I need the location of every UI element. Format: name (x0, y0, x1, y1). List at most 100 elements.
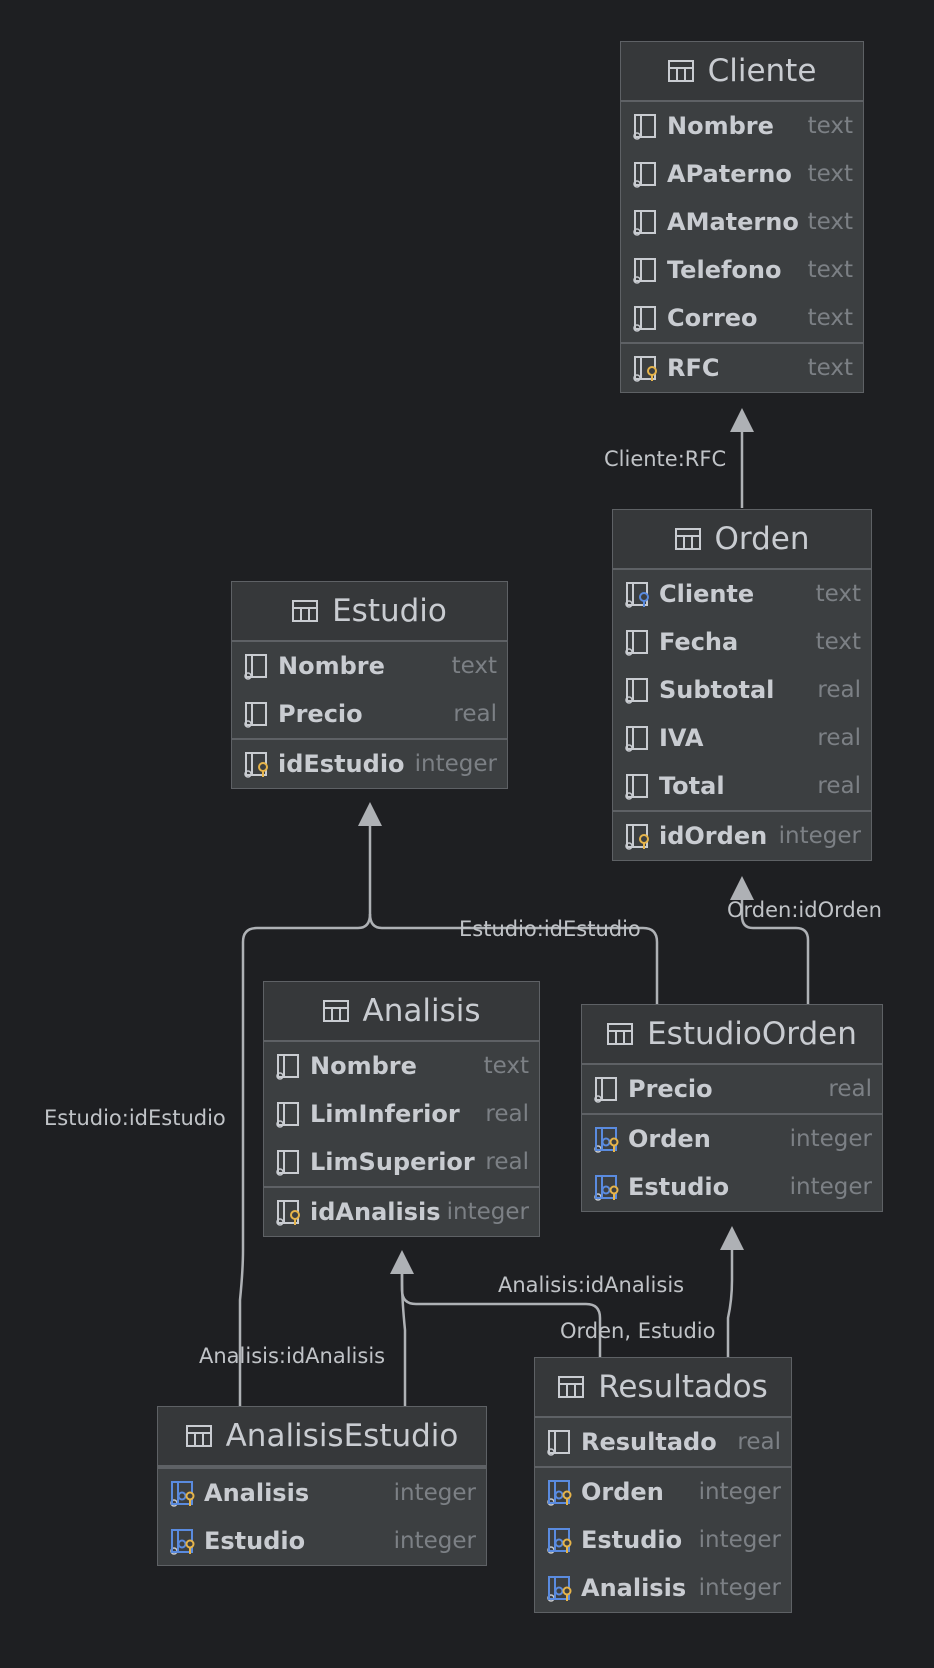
table-icon (322, 1000, 349, 1022)
column-name: Analisis (581, 1574, 687, 1602)
table-icon (292, 600, 319, 622)
column-type: text (815, 581, 861, 607)
column-row-orden[interactable]: Orden integer (582, 1113, 882, 1163)
column-name: Correo (667, 304, 758, 332)
edge-arrow-estudioorden (720, 1226, 744, 1250)
column-type: integer (446, 1199, 529, 1225)
column-icon (633, 210, 656, 236)
edge-label-orden-idorden: Orden:idOrden (727, 898, 882, 922)
column-row-estudio[interactable]: Estudio integer (545, 1516, 781, 1564)
column-icon (276, 1054, 299, 1080)
edge-arrow-cliente (730, 408, 754, 432)
column-type: integer (789, 1126, 872, 1152)
column-row-total[interactable]: Total real (623, 762, 861, 810)
table-icon (667, 60, 694, 82)
column-type: text (807, 113, 853, 139)
column-row-estudio[interactable]: Estudio integer (592, 1163, 872, 1211)
column-icon (625, 630, 648, 656)
table-title: Orden (714, 521, 810, 557)
column-icon (547, 1430, 570, 1456)
column-type: real (817, 773, 861, 799)
table-header[interactable]: AnalisisEstudio (158, 1407, 486, 1467)
column-icon (244, 702, 267, 728)
table-title: AnalisisEstudio (225, 1418, 459, 1454)
column-row-subtotal[interactable]: Subtotal real (623, 666, 861, 714)
column-name: Estudio (628, 1173, 730, 1201)
column-name: Telefono (667, 256, 782, 284)
column-type: text (483, 1053, 529, 1079)
column-name: RFC (667, 354, 720, 382)
column-type: text (807, 305, 853, 331)
column-row-analisis[interactable]: Analisis integer (545, 1564, 781, 1612)
column-type: integer (414, 751, 497, 777)
column-row-correo[interactable]: Correo text (631, 294, 853, 342)
column-icon (633, 162, 656, 188)
column-name: Estudio (204, 1527, 306, 1555)
table-header[interactable]: Orden (613, 510, 871, 570)
primary-key-icon (633, 356, 657, 382)
column-name: Estudio (581, 1526, 683, 1554)
table-title: Resultados (598, 1369, 768, 1405)
table-header[interactable]: Estudio (232, 582, 507, 642)
table-header[interactable]: Cliente (621, 42, 863, 102)
column-name: idAnalisis (310, 1198, 441, 1226)
column-icon (625, 774, 648, 800)
column-icon (276, 1150, 299, 1176)
column-type: integer (778, 823, 861, 849)
column-name: Nombre (667, 112, 774, 140)
column-type: integer (698, 1575, 781, 1601)
column-type: real (817, 677, 861, 703)
primary-key-icon (625, 824, 649, 850)
edge-resultados-analisis (400, 1272, 602, 1358)
column-name: Orden (628, 1125, 711, 1153)
column-name: idEstudio (278, 750, 405, 778)
primary-foreign-key-icon (594, 1127, 619, 1153)
table-header[interactable]: Analisis (264, 982, 539, 1042)
column-type: real (817, 725, 861, 751)
column-type: integer (789, 1174, 872, 1200)
column-name: Subtotal (659, 676, 775, 704)
column-name: Total (659, 772, 725, 800)
table-header[interactable]: EstudioOrden (582, 1005, 882, 1065)
column-row-idestudio[interactable]: idEstudio integer (232, 738, 507, 788)
column-row-nombre[interactable]: Nombre text (631, 102, 853, 150)
edge-label-estudio-idestudio-left: Estudio:idEstudio (44, 1106, 226, 1130)
column-icon (276, 1102, 299, 1128)
table-title: Estudio (332, 593, 447, 629)
primary-foreign-key-icon (594, 1175, 619, 1201)
column-name: APaterno (667, 160, 792, 188)
table-header[interactable]: Resultados (535, 1358, 791, 1418)
column-type: integer (698, 1527, 781, 1553)
table-icon (185, 1425, 212, 1447)
edge-resultados-estudioorden (726, 1248, 734, 1358)
